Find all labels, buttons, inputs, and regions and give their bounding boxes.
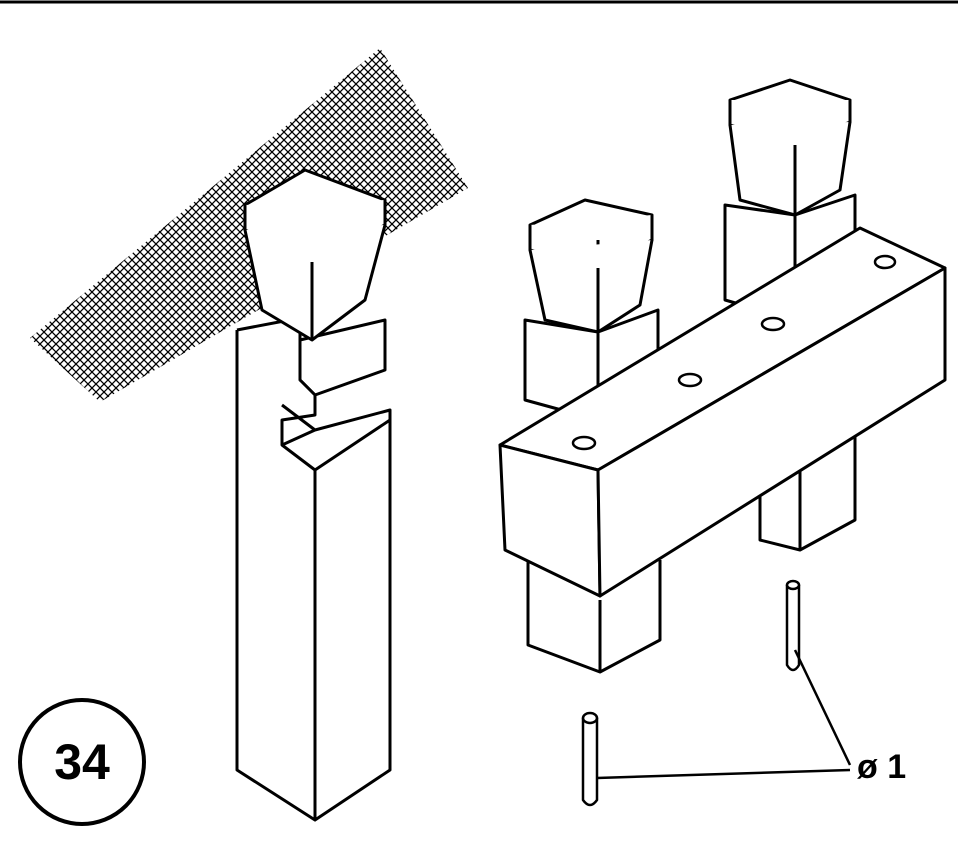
pin-diameter-label: ø 1	[857, 748, 907, 786]
crossbar	[498, 226, 947, 598]
dowel-pins	[581, 579, 801, 807]
step-circle	[18, 698, 146, 826]
leader-lines	[596, 649, 852, 780]
right-front-post	[523, 198, 662, 674]
left-post	[235, 168, 392, 846]
step-number: 34	[54, 734, 110, 790]
